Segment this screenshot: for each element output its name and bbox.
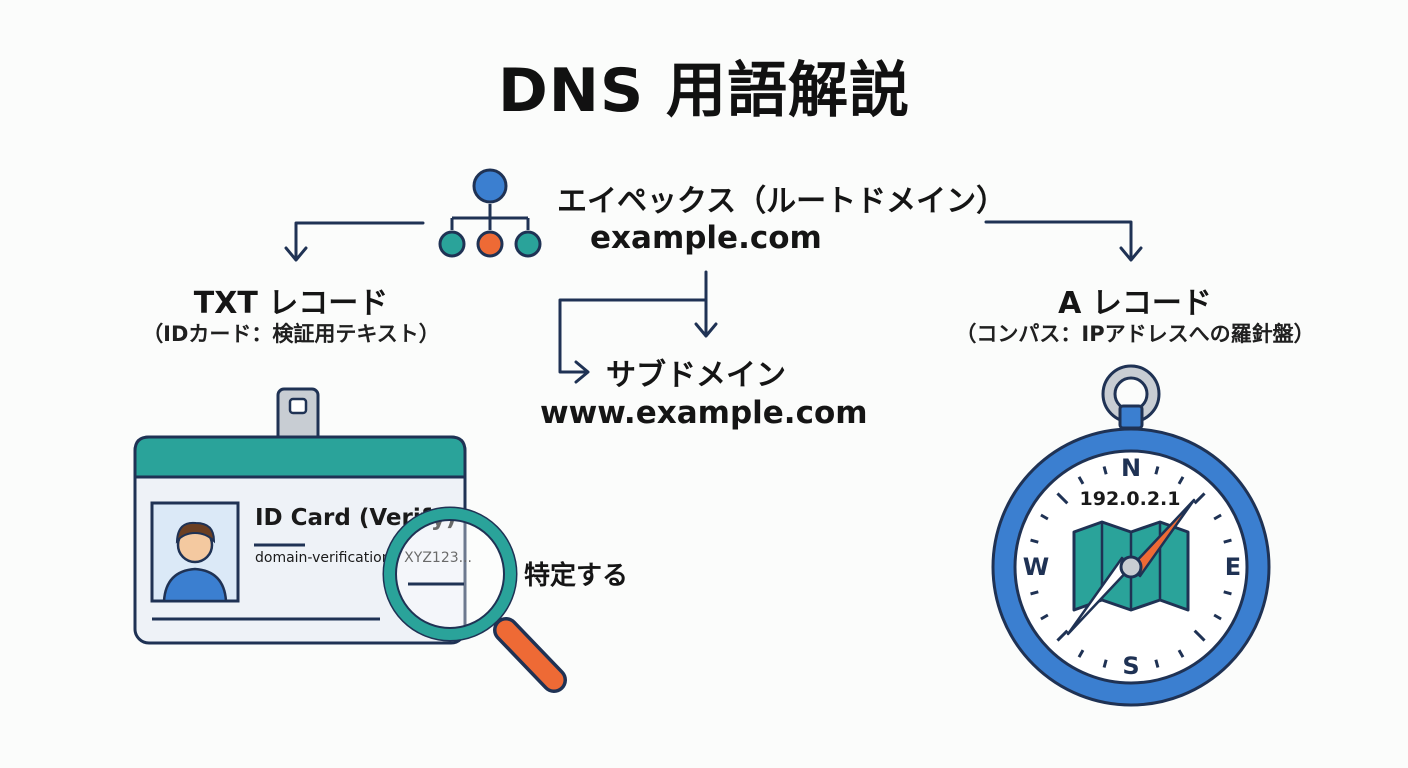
compass-n: N xyxy=(1121,454,1141,482)
compass-tick xyxy=(1154,466,1160,475)
compass-tick xyxy=(1030,590,1039,596)
identify-label: 特定する xyxy=(524,561,629,591)
page-title: DNS 用語解説 xyxy=(497,56,911,126)
arrow-to-a xyxy=(984,220,1133,260)
compass-tick xyxy=(1177,649,1185,658)
compass-tick xyxy=(1077,476,1085,485)
a-record-label: A レコード xyxy=(1058,286,1212,321)
txt-record-label: TXT レコード xyxy=(193,286,389,321)
compass-tick xyxy=(1193,492,1206,505)
compass-tick xyxy=(1056,492,1069,505)
apex-label: エイペックス（ルートドメイン） xyxy=(557,184,1007,219)
compass-tick xyxy=(1040,613,1049,621)
a-record-description: （コンパス：IPアドレスへの羅針盤） xyxy=(955,322,1315,346)
hierarchy-icon xyxy=(438,168,542,258)
compass-tick xyxy=(1193,629,1206,642)
compass-tick xyxy=(1154,659,1160,668)
txt-record-description: （IDカード：検証用テキスト） xyxy=(142,322,440,346)
compass-e: E xyxy=(1225,553,1241,581)
compass-tick xyxy=(1213,513,1222,521)
compass-icon: N S E W 192.0.2.1 xyxy=(991,364,1271,707)
compass-tick xyxy=(1030,538,1039,544)
compass-tick xyxy=(1223,538,1232,544)
compass-tick xyxy=(1177,476,1185,485)
magnifier-icon xyxy=(382,506,567,693)
apex-domain: example.com xyxy=(590,220,822,256)
compass-tick xyxy=(1213,613,1222,621)
subdomain-label: サブドメイン xyxy=(606,358,786,393)
compass-w: W xyxy=(1023,553,1049,581)
compass-tick xyxy=(1102,466,1108,475)
compass-s: S xyxy=(1122,652,1139,680)
compass-tick xyxy=(1223,590,1232,596)
ip-address: 192.0.2.1 xyxy=(1080,488,1181,510)
subdomain-domain: www.example.com xyxy=(540,395,868,431)
compass-tick xyxy=(1102,659,1108,668)
compass-tick xyxy=(1056,629,1069,642)
id-card-icon xyxy=(133,387,467,645)
compass-tick xyxy=(1077,649,1085,658)
card-text: domain-verification : XYZ123... xyxy=(255,550,472,566)
compass-tick xyxy=(1040,513,1049,521)
arrow-to-txt xyxy=(294,221,425,260)
